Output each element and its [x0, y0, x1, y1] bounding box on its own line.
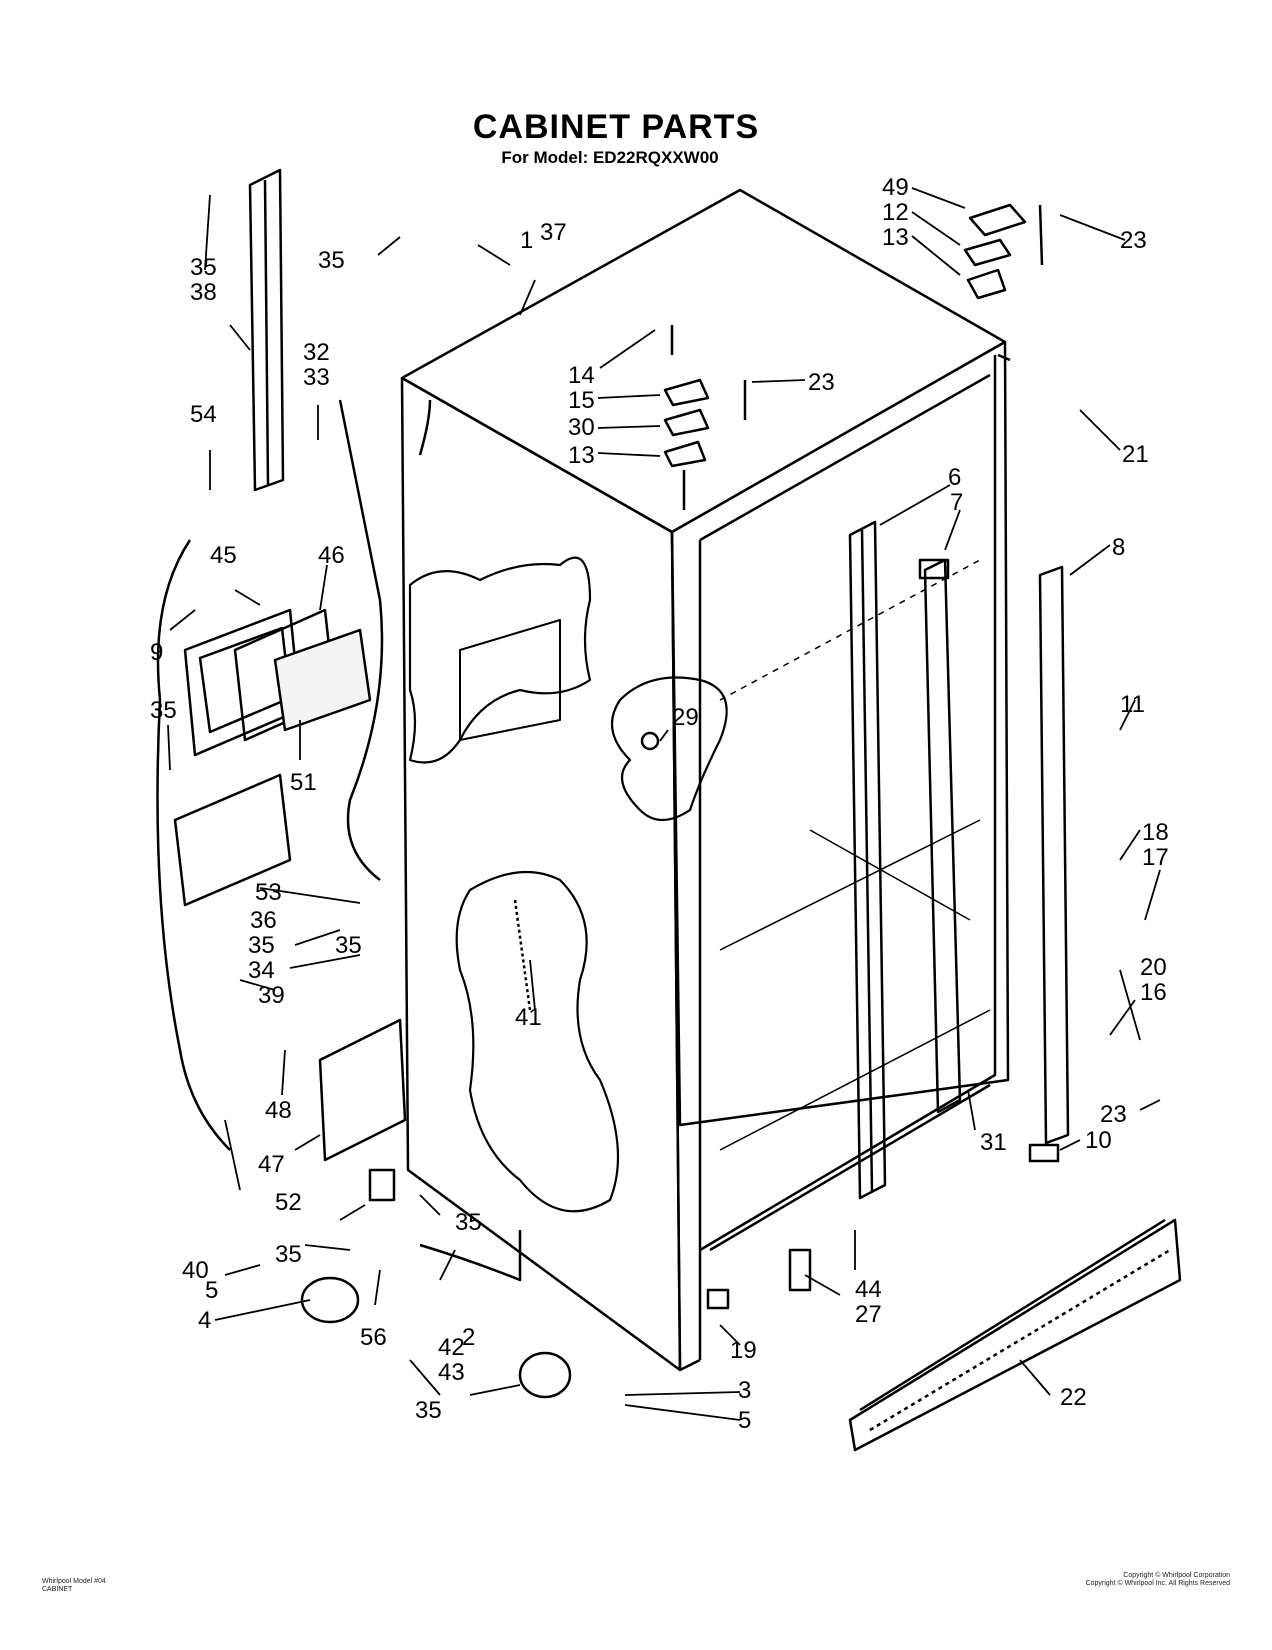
callout-label: 51 [290, 769, 317, 796]
callout-label: 35 [275, 1241, 302, 1268]
callout-label: 47 [258, 1151, 285, 1178]
base-grille [848, 1218, 1182, 1452]
callout-label: 35 [335, 932, 362, 959]
callout-label: 1 [520, 227, 533, 254]
callout-label: 16 [1140, 979, 1167, 1006]
callout-label: 38 [190, 279, 217, 306]
callout-label: 54 [190, 401, 217, 428]
callout-label: 3 [738, 1377, 751, 1404]
callout-label: 35 [150, 697, 177, 724]
door-trim-strips [248, 168, 1070, 1200]
footer-right-line: Copyright © Whirlpool Corporation [1123, 1572, 1230, 1579]
callout-label: 46 [318, 542, 345, 569]
footer-right-line: Copyright © Whirlpool Inc. All Rights Re… [1085, 1580, 1230, 1587]
callout-label: 10 [1085, 1127, 1112, 1154]
callout-label: 42 [438, 1334, 465, 1361]
callout-label: 23 [1120, 227, 1147, 254]
callout-label: 32 [303, 339, 330, 366]
callout-label: 56 [360, 1324, 387, 1351]
callout-label: 52 [275, 1189, 302, 1216]
callout-label: 33 [303, 364, 330, 391]
callout-label: 39 [258, 982, 285, 1009]
model-subtitle: For Model: ED22RQXXW00 [501, 148, 719, 167]
callout-label: 44 [855, 1276, 882, 1303]
callout-label: 21 [1122, 441, 1149, 468]
callout-label: 40 [182, 1257, 209, 1284]
callout-label: 6 [948, 464, 961, 491]
callout-label: 43 [438, 1359, 465, 1386]
callout-label: 35 [190, 254, 217, 281]
callout-label: 36 [250, 907, 277, 934]
callout-label: 7 [950, 489, 963, 516]
callout-label: 14 [568, 362, 595, 389]
callout-label: 27 [855, 1301, 882, 1328]
callout-label: 12 [882, 199, 909, 226]
footer-left-line: CABINET [42, 1586, 73, 1593]
callout-label: 11 [1120, 691, 1145, 718]
top-hinges [663, 203, 1044, 510]
control-housings [156, 399, 432, 1162]
callout-label: 15 [568, 387, 595, 414]
footer-left-line: Whirlpool Model #04 [42, 1578, 106, 1585]
page-title: CABINET PARTS [472, 108, 760, 146]
footer-right: Copyright © Whirlpool Corporation Copyri… [1000, 1572, 1230, 1588]
callout-label: 53 [255, 879, 282, 906]
callout-label: 34 [248, 957, 275, 984]
callout-label: 37 [540, 219, 567, 246]
callout-label: 5 [738, 1407, 751, 1434]
callout-label: 13 [568, 442, 595, 469]
base-parts [300, 731, 1060, 1399]
callout-label: 9 [150, 639, 163, 666]
callout-label: 18 [1142, 819, 1169, 846]
callout-label: 48 [265, 1097, 292, 1124]
callout-label: 13 [882, 224, 909, 251]
callout-label: 35 [415, 1397, 442, 1424]
callout-label: 2 [462, 1324, 475, 1351]
callout-label: 49 [882, 174, 909, 201]
callout-label: 22 [1060, 1384, 1087, 1411]
callout-label: 23 [808, 369, 835, 396]
callout-label: 19 [730, 1337, 757, 1364]
callout-label: 20 [1140, 954, 1167, 981]
callout-label: 41 [515, 1004, 542, 1031]
cabinet-shell [400, 188, 1011, 1372]
callout-label: 35 [318, 247, 345, 274]
callout-label: 31 [980, 1129, 1007, 1156]
leader-lines [167, 187, 1161, 1421]
callout-label: 17 [1142, 844, 1169, 871]
callout-label: 45 [210, 542, 237, 569]
callout-label: 5 [205, 1277, 218, 1304]
callout-label: 4 [198, 1307, 211, 1334]
cutaway-outlines [408, 556, 728, 1213]
callout-label: 29 [672, 704, 699, 731]
callout-label: 30 [568, 414, 595, 441]
callout-label: 23 [1100, 1101, 1127, 1128]
callout-labels: 1 2 3 4 5 5 6 7 8 9 10 11 12 13 13 14 15… [150, 174, 1169, 1434]
callout-label: 8 [1112, 534, 1125, 561]
callout-label: 35 [455, 1209, 482, 1236]
callout-label: 35 [248, 932, 275, 959]
footer-left: Whirlpool Model #04 CABINET [42, 1578, 106, 1594]
